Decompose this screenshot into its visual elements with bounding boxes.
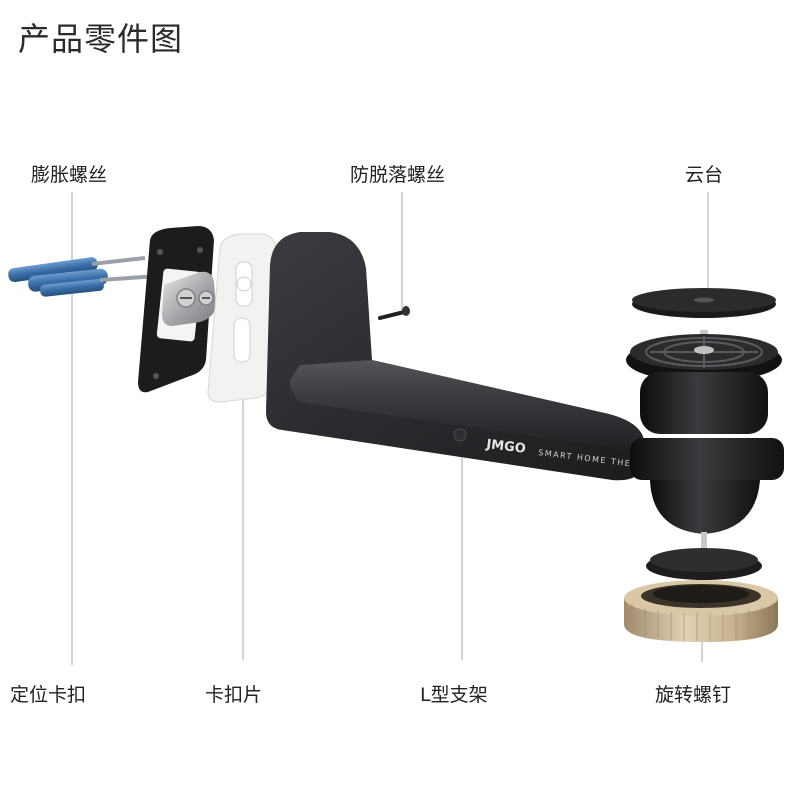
rotating-screw-icon bbox=[624, 580, 778, 642]
label-gimbal: 云台 bbox=[685, 160, 723, 187]
label-expansion-screw: 膨胀螺丝 bbox=[31, 160, 107, 187]
label-l-bracket: L型支架 bbox=[420, 680, 488, 707]
clip-plate-icon bbox=[208, 234, 276, 402]
label-clip-plate: 卡扣片 bbox=[205, 680, 262, 707]
anti-drop-screw-icon bbox=[380, 306, 410, 318]
positioning-clip-icon bbox=[138, 226, 216, 392]
expansion-screw-icon bbox=[7, 256, 158, 297]
gimbal-icon bbox=[632, 288, 776, 318]
gimbal-body-icon bbox=[626, 330, 784, 580]
label-anti-drop-screw: 防脱落螺丝 bbox=[350, 160, 445, 187]
label-rotating-screw: 旋转螺钉 bbox=[655, 680, 731, 707]
label-positioning-clip: 定位卡扣 bbox=[10, 680, 86, 707]
l-bracket-icon: JMGO SMART HOME THEA bbox=[266, 232, 644, 480]
